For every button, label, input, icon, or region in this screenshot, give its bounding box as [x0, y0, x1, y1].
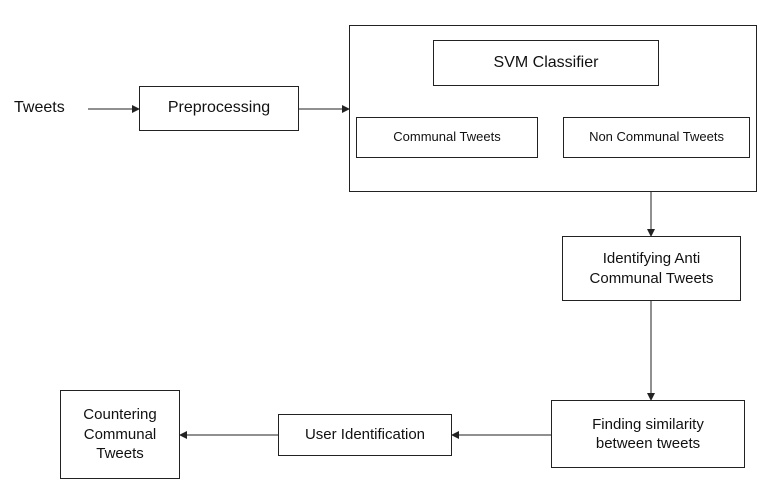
identifying-anti-line-2: Communal Tweets	[589, 269, 714, 287]
svm-classifier-box: SVM Classifier	[433, 40, 659, 86]
countering-line-3: Tweets	[96, 445, 144, 463]
countering-line-2: Communal	[83, 425, 157, 443]
countering-communal-box: Countering Communal Tweets	[60, 390, 180, 479]
finding-similarity-box: Finding similarity between tweets	[551, 400, 745, 468]
identifying-anti-line-1: Identifying Anti	[602, 250, 701, 267]
svm-classifier-label: SVM Classifier	[493, 53, 599, 71]
finding-similarity-line-1: Finding similarity	[592, 415, 704, 433]
communal-tweets-label: Communal Tweets	[393, 129, 501, 145]
identifying-anti-communal-box: Identifying Anti Communal Tweets	[562, 236, 741, 301]
user-identification-label: User Identification	[304, 426, 426, 444]
preprocessing-label: Preprocessing	[167, 99, 271, 117]
countering-line-1: Countering	[83, 406, 157, 424]
non-communal-tweets-box: Non Communal Tweets	[563, 117, 750, 158]
finding-similarity-line-2: between tweets	[595, 435, 701, 452]
communal-tweets-box: Communal Tweets	[356, 117, 538, 158]
tweets-input-label: Tweets	[14, 99, 65, 116]
non-communal-tweets-label: Non Communal Tweets	[589, 129, 724, 145]
preprocessing-box: Preprocessing	[139, 86, 299, 131]
user-identification-box: User Identification	[278, 414, 452, 456]
